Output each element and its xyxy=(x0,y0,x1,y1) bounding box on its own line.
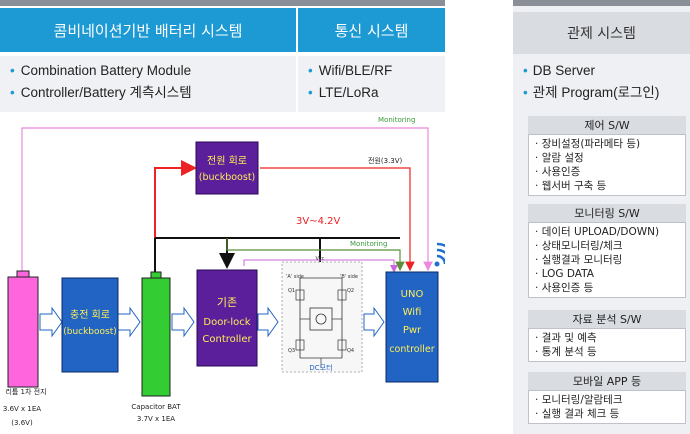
flow-arrow-4 xyxy=(257,306,279,338)
comm-items: •Wifi/BLE/RF •LTE/LoRa xyxy=(298,56,445,112)
uno-label-2: Wifi xyxy=(403,307,422,318)
list-item: •Wifi/BLE/RF xyxy=(308,63,393,78)
list-item: · 장비설정(파라메타 등) xyxy=(535,138,641,150)
monitoring-top-label: Monitoring xyxy=(378,116,415,124)
motor-icon xyxy=(315,313,327,325)
vcc-label: Vcc xyxy=(316,256,325,262)
monitoring-line-mid xyxy=(226,238,405,272)
list-item: · 결과 및 예측 xyxy=(535,332,597,344)
flow-arrow-2 xyxy=(117,306,141,338)
list-item: •DB Server xyxy=(523,63,596,78)
doorlock-label-3: Controller xyxy=(202,334,252,345)
doorlock-label-1: 기존 xyxy=(217,296,237,309)
doorlock-label-2: Door-lock xyxy=(203,317,250,328)
list-item: · 모니터링/알람테크 xyxy=(535,394,623,406)
mobile-app-list: · 모니터링/알람테크 · 실행 결과 체크 등 xyxy=(528,390,686,424)
list-item: · 사용인증 등 xyxy=(535,282,594,294)
list-item: · 데이터 UPLOAD/DOWN) xyxy=(535,226,660,238)
list-item: · 실행 결과 체크 등 xyxy=(535,408,620,420)
dc-motor-label: DC모터 xyxy=(309,363,332,372)
comm-system-header: 통신 시스템 xyxy=(298,8,445,52)
control-sw-list: · 장비설정(파라메타 등) · 알람 설정 · 사용인증 · 웹서버 구축 등 xyxy=(528,134,686,196)
list-item: · 알람 설정 xyxy=(535,152,584,164)
charge-circuit-sub: (buckboost) xyxy=(63,327,117,337)
doorlock-monitor-line xyxy=(243,259,398,273)
flow-arrow-5 xyxy=(363,306,385,338)
list-item: · 통계 분석 등 xyxy=(535,346,597,358)
control-system-panel: 관제 시스템 •DB Server •관제 Program(로그인) 제어 S/… xyxy=(513,0,690,434)
uno-label-3: Pwr xyxy=(403,325,422,336)
capacitor-battery xyxy=(141,277,171,397)
list-item: •Controller/Battery 계측시스템 xyxy=(10,85,192,100)
battery-terminal xyxy=(16,270,30,278)
charge-circuit-label: 충전 회로 xyxy=(70,309,110,321)
capacitor-terminal xyxy=(150,271,162,279)
top-divider xyxy=(0,0,445,6)
b-side-label: 'B' side xyxy=(340,274,358,280)
control-sw-header: 제어 S/W xyxy=(528,116,686,134)
lithium-battery xyxy=(7,276,39,388)
a-side-label: 'A' side xyxy=(286,274,304,280)
mobile-app-header: 모바일 APP 등 xyxy=(528,372,686,390)
system-block-diagram: Monitoring 전원(3.3V) 전원 회로 (buckboost) 3V… xyxy=(3,116,445,427)
list-item: · 사용인증 xyxy=(535,166,581,178)
power-out-line xyxy=(260,167,415,272)
top-divider xyxy=(513,0,690,6)
q3-label: Q3 xyxy=(288,348,295,354)
q4-label: Q4 xyxy=(347,348,354,354)
list-item: · LOG DATA xyxy=(535,268,594,280)
power-circuit-sub: (buckboost) xyxy=(199,172,256,183)
capacitor-label-2: 3.7V x 1EA xyxy=(137,415,175,423)
q2-label: Q2 xyxy=(347,288,354,294)
flow-arrow-1 xyxy=(39,306,63,338)
list-item: •관제 Program(로그인) xyxy=(523,85,660,100)
uno-label-1: UNO xyxy=(401,289,424,300)
monitoring-mid-label: Monitoring xyxy=(350,240,387,248)
uno-controller-box xyxy=(385,271,439,383)
analysis-sw-header: 자료 분석 S/W xyxy=(528,310,686,328)
power-circuit-label: 전원 회로 xyxy=(207,155,247,167)
flow-arrow-3 xyxy=(171,306,195,338)
list-item: •LTE/LoRa xyxy=(308,85,379,100)
capacitor-label-1: Capacitor BAT xyxy=(131,403,181,411)
monitoring-line-top xyxy=(21,127,433,272)
battery-left-label-2: 3.6V x 1EA xyxy=(3,405,41,413)
power-label: 전원(3.3V) xyxy=(368,156,403,165)
list-item: •Combination Battery Module xyxy=(10,63,192,78)
list-item: · 웹서버 구축 등 xyxy=(535,180,607,192)
charge-circuit-box xyxy=(61,277,119,373)
control-system-items: •DB Server •관제 Program(로그인) xyxy=(513,60,690,104)
battery-left-label-1: 리튬 1차 전지 xyxy=(5,387,46,396)
doorlock-controller-box xyxy=(196,269,258,367)
uno-label-4: controller xyxy=(389,344,434,355)
analysis-sw-list: · 결과 및 예측 · 통계 분석 등 xyxy=(528,328,686,362)
battery-system-panel: 콤비네이션기반 배터리 시스템 통신 시스템 •Combination Batt… xyxy=(0,0,445,427)
power-feed-line xyxy=(154,160,197,267)
voltage-range-label: 3V~4.2V xyxy=(296,216,340,227)
battery-system-header: 콤비네이션기반 배터리 시스템 xyxy=(0,8,296,52)
monitoring-sw-list: · 데이터 UPLOAD/DOWN) · 상태모니터링/체크 · 실행결과 모니… xyxy=(528,222,686,298)
list-item: · 상태모니터링/체크 xyxy=(535,240,623,252)
battery-items: •Combination Battery Module •Controller/… xyxy=(0,56,296,112)
control-system-header: 관제 시스템 xyxy=(513,12,690,54)
list-item: · 실행결과 모니터링 xyxy=(535,254,623,266)
monitoring-sw-header: 모니터링 S/W xyxy=(528,204,686,222)
q1-label: Q1 xyxy=(288,288,295,294)
power-circuit-box xyxy=(195,141,259,195)
h-bridge-circuit: Vcc 'A' side 'B' side Q1 Q2 Q3 Q4 xyxy=(281,256,363,373)
signal-icon xyxy=(434,242,445,267)
battery-left-label-3: (3.6V) xyxy=(11,419,33,427)
